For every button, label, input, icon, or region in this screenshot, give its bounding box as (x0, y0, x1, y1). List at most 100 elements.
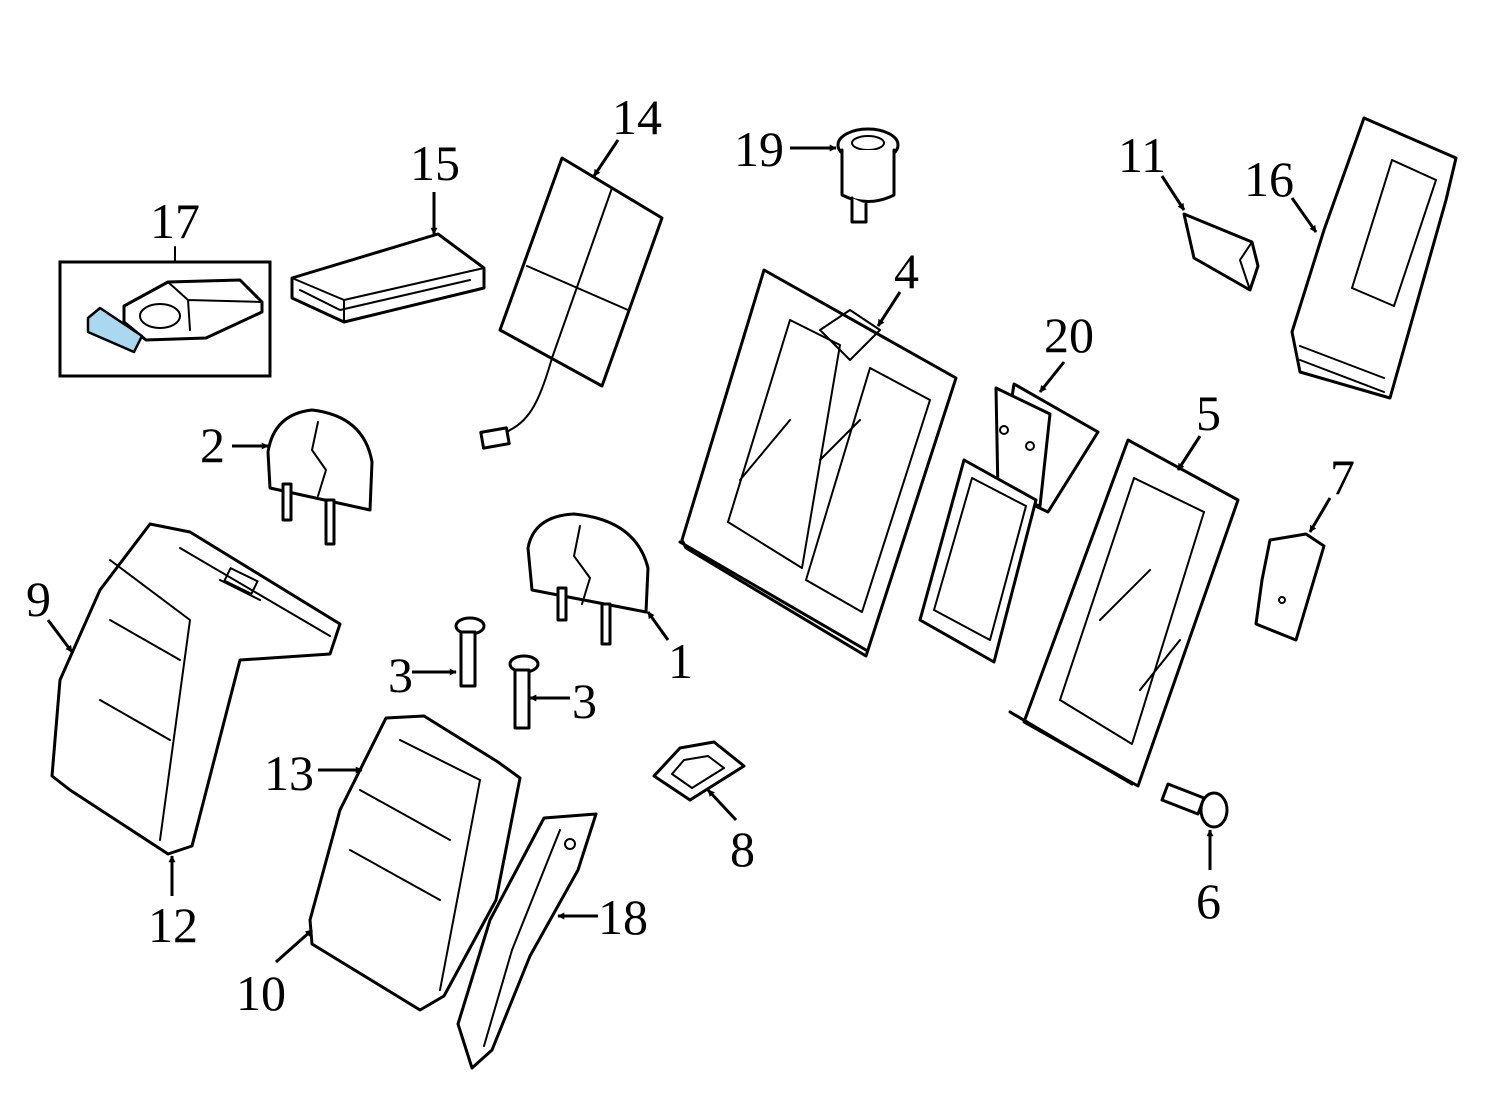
frame-5-rod (1008, 710, 1134, 786)
cupholder-ring (139, 303, 181, 329)
callout-2: 2 (200, 417, 225, 473)
heating-pad-connector (479, 426, 511, 450)
part-18-trim-panel[interactable] (456, 812, 598, 1070)
bezel-8-outer (652, 740, 746, 802)
callout-9: 9 (26, 571, 51, 627)
callout-17: 17 (150, 193, 200, 249)
pad-20-hole-a (999, 425, 1009, 435)
panel-18-edge (483, 829, 561, 1047)
socket-body (840, 148, 896, 203)
armrest-pad-edge (291, 267, 485, 323)
pad-20-hole-b (1025, 441, 1035, 451)
bolster-outer (1290, 116, 1458, 400)
part-16-side-bolster[interactable] (1290, 116, 1458, 400)
headrest-1-cushion (526, 512, 650, 614)
headrest-2-post-right (324, 498, 336, 546)
pad-20-front (994, 386, 1052, 508)
cover-11-edge (1239, 241, 1253, 291)
leader-14 (592, 139, 620, 177)
callout-4: 4 (894, 243, 919, 299)
part-3-guide-left[interactable] (454, 616, 486, 688)
panel-18-outline (456, 812, 598, 1070)
part-13-cushion-cover[interactable] (308, 714, 522, 1012)
part-17-cupholder-inset[interactable] (58, 246, 272, 378)
part-1-headrest[interactable] (526, 512, 650, 646)
heating-pad-sheet (498, 156, 664, 388)
leader-9 (46, 619, 74, 653)
frame-5-rib (1099, 569, 1181, 691)
callout-13: 13 (264, 745, 314, 801)
callout-14: 14 (612, 89, 662, 145)
cover-7-hole (1278, 596, 1286, 604)
part-20-pad[interactable] (918, 382, 1100, 664)
leader-20 (1038, 361, 1066, 393)
cover-7-shape (1254, 532, 1326, 642)
leader-8 (706, 788, 738, 822)
cupholder-edge (167, 281, 263, 331)
callout-7: 7 (1330, 449, 1355, 505)
callout-19: 19 (734, 121, 784, 177)
cover-9-outline (50, 522, 342, 856)
leader-16 (1290, 197, 1318, 233)
callout-1: 1 (668, 633, 693, 689)
part-11-cover[interactable] (1182, 212, 1260, 292)
callout-8: 8 (730, 821, 755, 877)
part-4-seatback-frame[interactable] (678, 268, 958, 658)
callout-11: 11 (1118, 127, 1166, 183)
frame-4-rod (678, 540, 868, 652)
heating-pad-center (526, 187, 629, 359)
part-9-seatback-cover[interactable] (50, 522, 342, 856)
part-15-armrest-pad[interactable] (290, 232, 486, 324)
leader-10 (275, 928, 313, 964)
cupholder-body (122, 278, 264, 342)
part-19-power-socket[interactable] (836, 127, 900, 224)
frame-5-outline (1022, 438, 1240, 788)
cover-11-shape (1182, 212, 1260, 292)
leader-7 (1308, 497, 1332, 533)
bezel-8-inner (671, 755, 725, 789)
cover-13-seams (349, 739, 481, 991)
callout-labels: 1 2 3 3 4 5 6 7 8 9 10 11 12 13 14 15 16… (26, 89, 1355, 1021)
part-2-headrest[interactable] (266, 408, 374, 546)
leader-lines (46, 139, 1332, 964)
headrest-2-seam (311, 421, 327, 497)
callout-6: 6 (1196, 873, 1221, 929)
part-3-guide-right[interactable] (508, 654, 540, 730)
cover-9-slot (223, 567, 259, 595)
cover-9-seams (99, 547, 331, 841)
headrest-1-seam (573, 525, 591, 605)
frame-4-window-left (727, 319, 841, 569)
part-7-cover[interactable] (1254, 532, 1326, 642)
socket-stem (850, 196, 868, 224)
leader-4 (876, 291, 902, 327)
frame-5-window (1059, 477, 1205, 745)
highlighted-insert[interactable] (86, 306, 144, 354)
frame-4-window-right (805, 367, 931, 613)
pad-20-lower (918, 458, 1038, 664)
callout-3-left: 3 (388, 647, 413, 703)
part-8-bezel[interactable] (652, 740, 746, 802)
armrest-pad-top (290, 232, 486, 324)
leader-11 (1160, 175, 1186, 211)
headrest-1-post-left (556, 586, 568, 622)
bolster-window (1351, 159, 1437, 307)
part-5-seatback-frame[interactable] (1008, 438, 1240, 788)
callout-12: 12 (148, 897, 198, 953)
part-6-bolt[interactable] (1160, 782, 1229, 829)
cover-13-outline (308, 714, 522, 1012)
leader-1 (646, 611, 670, 641)
bolt-head (1199, 791, 1229, 829)
guide-left-shaft (459, 630, 477, 688)
headrest-1-post-right (600, 602, 612, 646)
inset-frame (58, 260, 272, 378)
pad-20-lower-inner (933, 477, 1027, 641)
bolster-lower (1299, 345, 1385, 393)
part-14-heating-pad[interactable] (479, 156, 664, 450)
frame-4-rib (739, 309, 881, 481)
callout-18: 18 (598, 889, 648, 945)
bolt-shank (1160, 782, 1206, 816)
guide-right-shaft (513, 668, 531, 730)
leader-5 (1176, 435, 1202, 471)
callout-15: 15 (410, 135, 460, 191)
